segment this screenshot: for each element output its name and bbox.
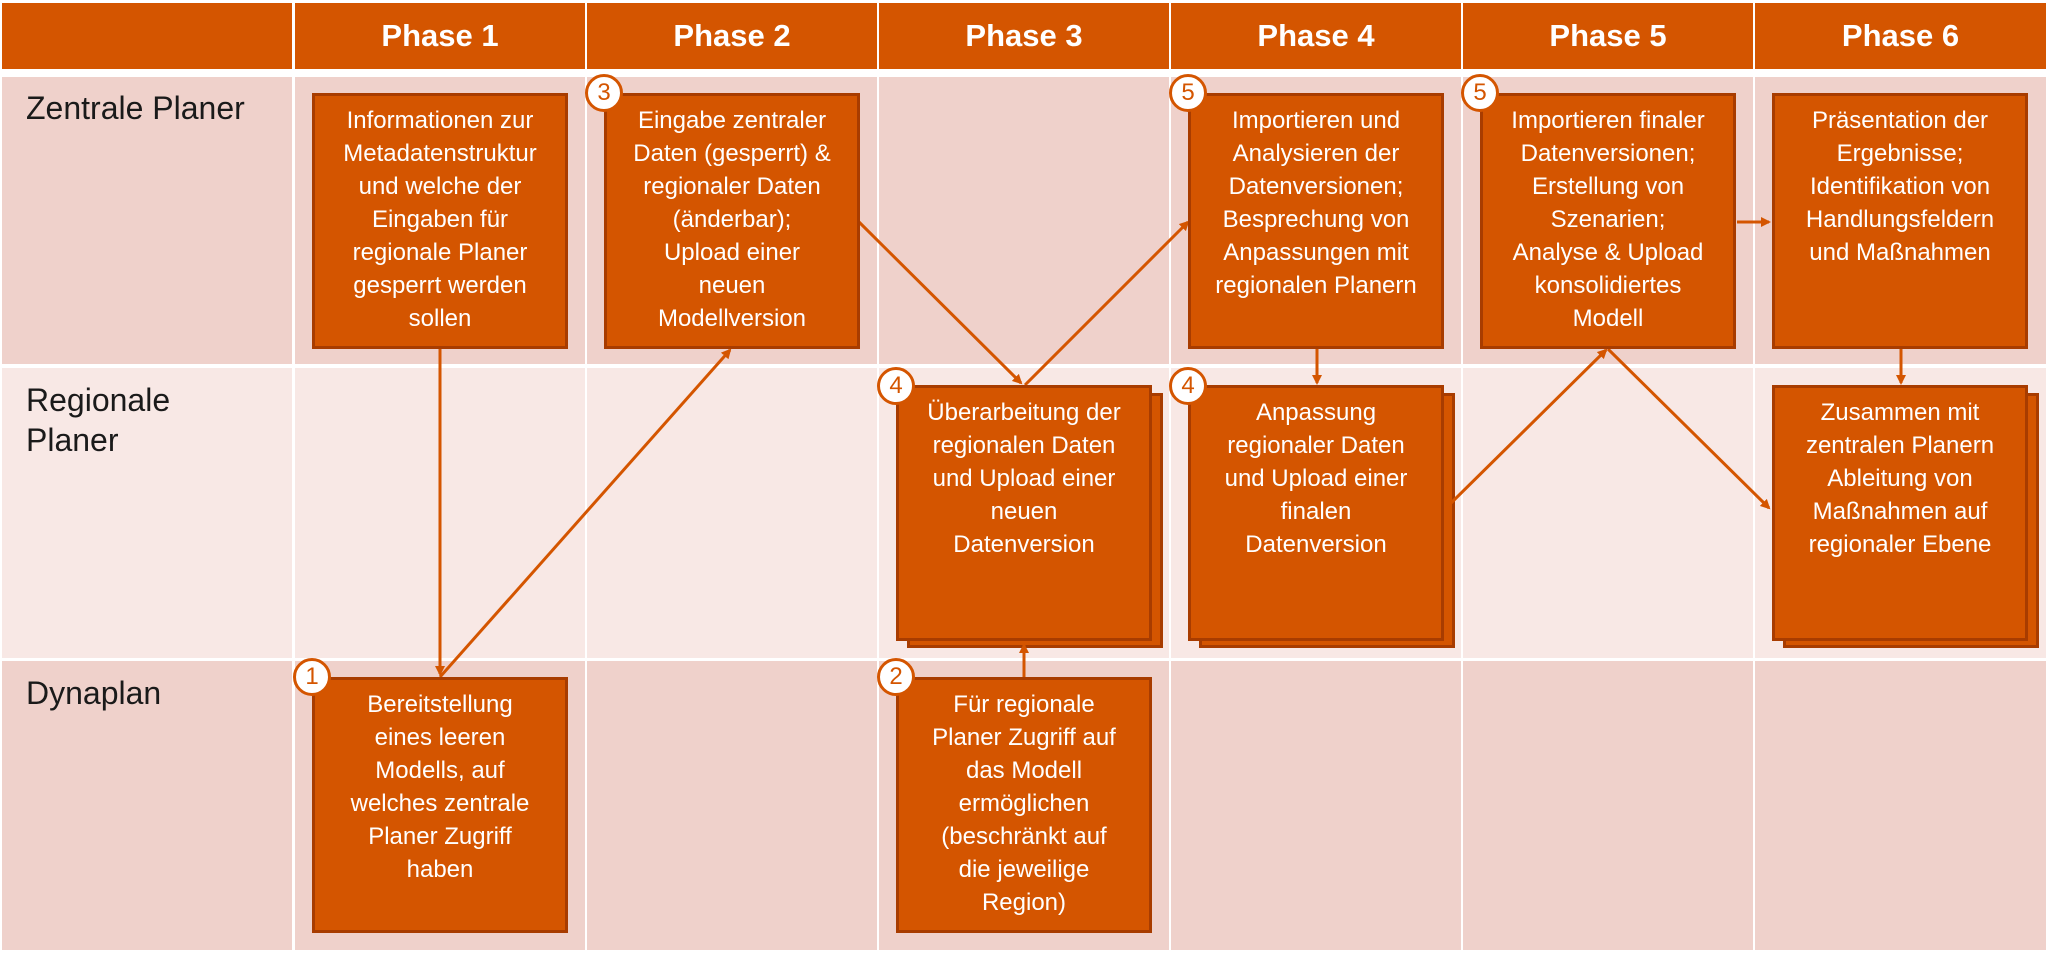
lane-label-cell bbox=[2, 77, 292, 364]
step-box-central-data-input: Eingabe zentraler Daten (gesperrt) & reg… bbox=[604, 93, 860, 349]
phase-header: Phase 4 bbox=[1171, 3, 1461, 69]
step-box-grant-access: Für regionale Planer Zugriff auf das Mod… bbox=[896, 677, 1152, 933]
step-box-metadata-info: Informationen zur Metadatenstruktur und … bbox=[312, 93, 568, 349]
lane-label-cell bbox=[2, 368, 292, 658]
lane-cell bbox=[1755, 661, 2046, 950]
lane-label-cell bbox=[2, 661, 292, 950]
phase-header: Phase 1 bbox=[295, 3, 585, 69]
header-corner bbox=[2, 3, 292, 69]
lane-label-regionale-planer: Regionale Planer bbox=[26, 382, 171, 458]
step-box-import-final: Importieren finaler Datenversionen; Erst… bbox=[1480, 93, 1736, 349]
step-box-regional-measures: Zusammen mit zentralen Planern Ableitung… bbox=[1772, 385, 2028, 641]
lane-cell bbox=[1463, 661, 1753, 950]
lane-cell bbox=[1463, 368, 1753, 658]
step-number-badge: 4 bbox=[877, 367, 915, 405]
lane-label-dynaplan: Dynaplan bbox=[26, 675, 162, 711]
step-box-import-analyze: Importieren und Analysieren der Datenver… bbox=[1188, 93, 1444, 349]
lane-label-zentrale-planer: Zentrale Planer bbox=[26, 90, 245, 126]
step-number-badge: 5 bbox=[1461, 74, 1499, 112]
arrow-p4r-to-p5z bbox=[1444, 348, 1608, 510]
lane-cell bbox=[879, 77, 1169, 364]
phase-header: Phase 6 bbox=[1755, 3, 2046, 69]
step-number-badge: 2 bbox=[877, 658, 915, 696]
lane-cell bbox=[1171, 661, 1461, 950]
step-number-badge: 4 bbox=[1169, 367, 1207, 405]
arrow-p1d-to-p2z bbox=[438, 348, 732, 678]
step-box-regional-adjustment: Anpassung regionaler Daten und Upload ei… bbox=[1188, 385, 1444, 641]
step-number-badge: 3 bbox=[585, 74, 623, 112]
arrow-p3r-to-p4z bbox=[1023, 220, 1190, 387]
phase-header: Phase 3 bbox=[879, 3, 1169, 69]
step-number-badge: 5 bbox=[1169, 74, 1207, 112]
lane-cell bbox=[587, 661, 877, 950]
phase-header: Phase 2 bbox=[587, 3, 877, 69]
arrow-p5z-to-p6r bbox=[1606, 347, 1771, 510]
step-number-badge: 1 bbox=[293, 658, 331, 696]
lane-cell bbox=[587, 368, 877, 658]
step-box-empty-model: Bereitstellung eines leeren Modells, auf… bbox=[312, 677, 568, 933]
step-box-presentation: Präsentation der Ergebnisse; Identifikat… bbox=[1772, 93, 2028, 349]
phase-header: Phase 5 bbox=[1463, 3, 1753, 69]
arrow-p2z-to-p3r bbox=[857, 220, 1023, 385]
step-box-regional-revision: Überarbeitung der regionalen Daten und U… bbox=[896, 385, 1152, 641]
